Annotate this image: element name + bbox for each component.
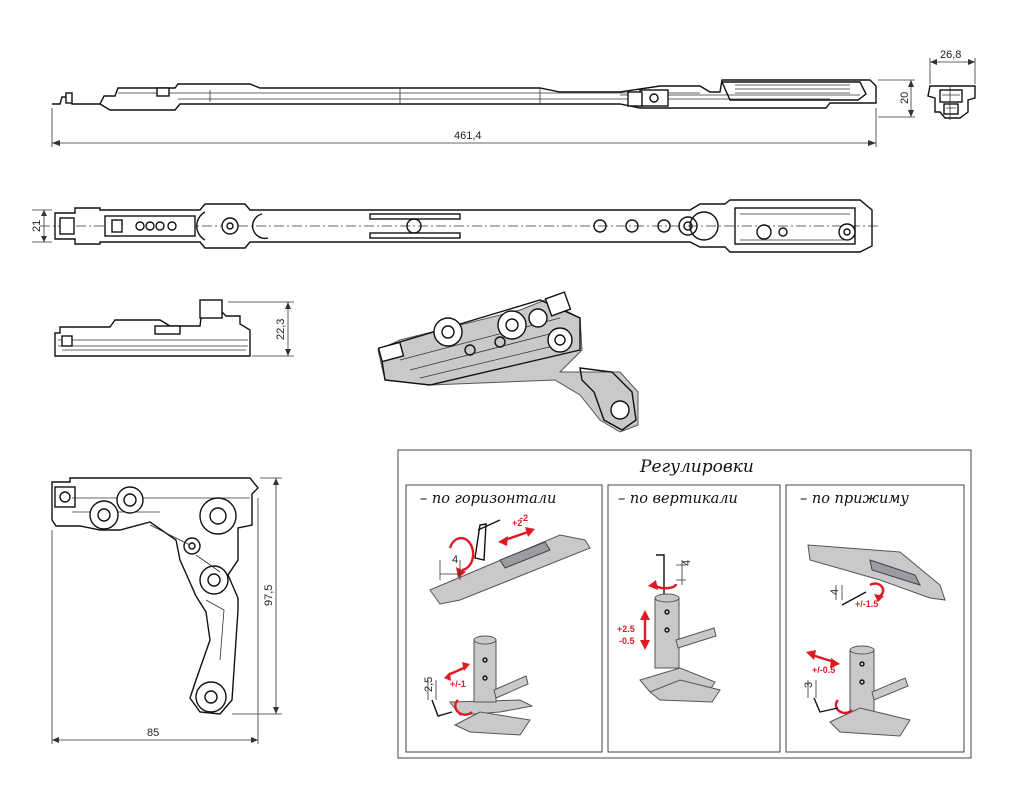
dim-length-461 — [51, 108, 877, 147]
dim-label-22-3: 22,3 — [275, 319, 287, 340]
label-p-small: 3 — [803, 682, 815, 688]
end-view — [927, 58, 976, 120]
column-title-vertical: – по вертикали — [618, 491, 738, 507]
label-v-minus: -0.5 — [619, 636, 635, 646]
label-p-pm: +/-0.5 — [812, 665, 835, 675]
isometric-view — [377, 291, 639, 433]
panel-title: Регулировки — [639, 457, 754, 477]
dim-label-461: 461,4 — [454, 130, 482, 142]
column-title-pressure: – по прижиму — [800, 491, 909, 507]
column-title-horizontal: – по горизонтали — [420, 491, 556, 507]
vertical-adjust-illustration — [639, 554, 721, 703]
label-v-gap: 4 — [681, 560, 693, 566]
dim-height-20 — [878, 79, 915, 118]
dim-label-20: 20 — [899, 92, 911, 104]
label-h-plus: +2 — [512, 518, 522, 528]
dim-label-26-8: 26,8 — [940, 49, 961, 61]
corner-piece-view — [51, 477, 282, 744]
dim-label-85: 85 — [147, 727, 159, 739]
dim-label-21: 21 — [31, 220, 43, 232]
label-h-small: 2,5 — [423, 677, 435, 692]
label-p-gap: 4 — [829, 589, 841, 595]
label-v-plus: +2.5 — [617, 624, 635, 634]
dim-label-97-5: 97,5 — [263, 585, 275, 606]
label-p-pm-top: +/-1.5 — [855, 599, 878, 609]
label-h-gap: 4 — [452, 554, 458, 566]
pressure-adjust-illustration — [806, 544, 946, 737]
label-h-minus: -2 — [520, 513, 528, 523]
side-view-top — [52, 79, 877, 111]
plan-view — [32, 199, 880, 253]
short-side-view — [54, 299, 294, 357]
horizontal-adjust-illustration — [427, 519, 591, 736]
label-h-pm: +/-1 — [450, 679, 466, 689]
